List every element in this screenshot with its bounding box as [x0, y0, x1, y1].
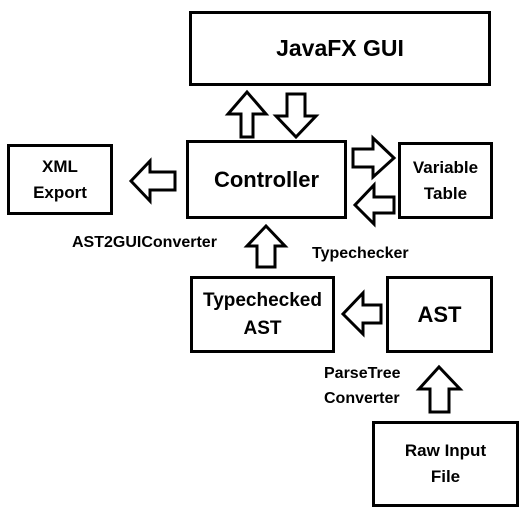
raw-input-file-box: Raw Input File [372, 421, 519, 507]
arrow-up-raw-input-to-ast [415, 364, 464, 414]
typechecked-ast-label-line1: Typechecked [203, 289, 322, 311]
typechecked-ast-box: Typechecked AST [190, 276, 335, 353]
controller-label: Controller [213, 166, 320, 192]
ast2guiconverter-label: AST2GUIConverter [72, 234, 217, 251]
xml-export-label-line2: Export [33, 182, 87, 202]
arrow-right-controller-to-variable-table [351, 134, 397, 181]
raw-input-file-label-line1: Raw Input [404, 441, 487, 460]
variable-table-label-line1: Variable [412, 157, 479, 177]
arrow-up-typechecked-to-controller [243, 223, 289, 269]
arrow-left-controller-to-xml [128, 157, 177, 205]
javafx-gui-box: JavaFX GUI [189, 11, 491, 86]
typechecked-ast-label-line2: AST [243, 317, 282, 339]
ast-box: AST [386, 276, 493, 353]
arrow-up-controller-to-gui [224, 89, 270, 139]
variable-table-box: Variable Table [398, 142, 493, 219]
arrow-left-variable-table-to-controller [352, 181, 396, 228]
variable-table-label-line2: Table [423, 183, 468, 203]
typechecker-label: Typechecker [312, 245, 409, 262]
controller-box: Controller [186, 140, 347, 219]
parsetree-converter-label-line1: ParseTree [324, 365, 401, 382]
arrow-down-gui-to-controller [272, 92, 320, 140]
xml-export-label-line1: XML [42, 156, 78, 176]
javafx-gui-label: JavaFX GUI [276, 35, 404, 61]
arrow-left-ast-to-typechecked [340, 289, 383, 338]
parsetree-converter-label-line2: Converter [324, 390, 400, 407]
ast-label: AST [417, 301, 462, 327]
raw-input-file-label-line2: File [430, 467, 461, 486]
xml-export-box: XML Export [7, 144, 113, 215]
